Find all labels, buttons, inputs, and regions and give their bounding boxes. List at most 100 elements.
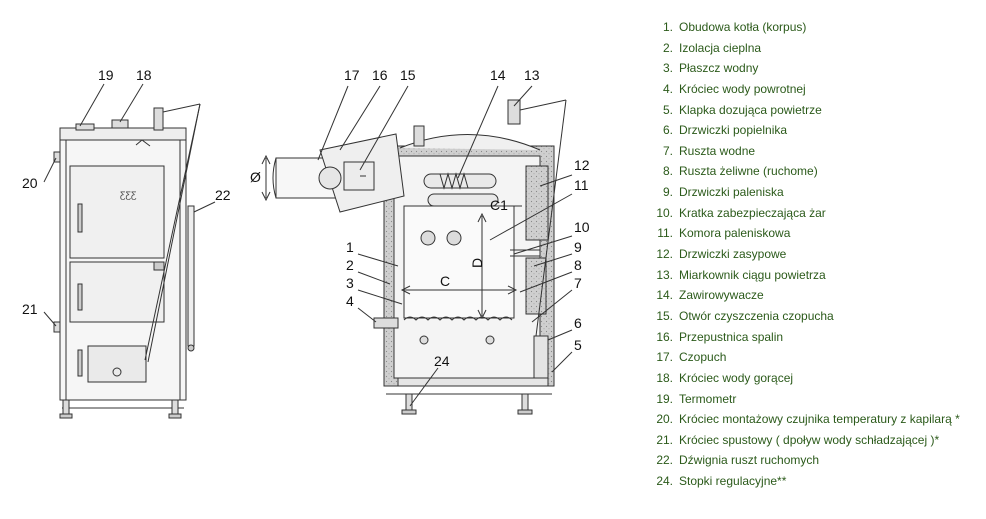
legend-number: 10. (656, 205, 673, 220)
callout-1: 1 (346, 239, 354, 255)
callout-20: 20 (22, 175, 38, 191)
legend-item: 4. Króciec wody powrotnej (650, 79, 986, 100)
legend-item: 13. Miarkownik ciągu powietrza (650, 265, 986, 286)
legend-number: 17. (656, 350, 673, 365)
section-grates (403, 316, 513, 321)
dim-d: D (469, 258, 485, 268)
legend-item: 9. Drzwiczki paleniska (650, 182, 986, 203)
front-foot-right (171, 399, 179, 415)
legend-text: Króciec montażowy czujnika temperatury z… (679, 412, 960, 427)
legend-number: 5. (662, 102, 673, 117)
callout-3: 3 (346, 275, 354, 291)
callout-14: 14 (490, 67, 506, 83)
legend-text: Drzwiczki paleniska (679, 185, 784, 200)
front-hot-water-pipe (111, 119, 129, 129)
callout-11: 11 (574, 177, 589, 193)
legend-number: 18. (656, 370, 673, 385)
callout-17: 17 (344, 67, 360, 83)
legend-number: 9. (662, 185, 673, 200)
parts-legend: 1.Obudowa kotła (korpus) 2. Izolacja ciepl… (650, 17, 986, 492)
legend-text: Kratka zabezpieczająca żar (679, 205, 826, 220)
front-middle-door (69, 261, 165, 323)
section-ash-door (533, 335, 549, 381)
legend-item: 2. Izolacja cieplna (650, 38, 986, 59)
legend-text: Klapka dozująca powietrze (679, 102, 822, 117)
callout-7: 7 (574, 275, 582, 291)
callout-10: 10 (574, 219, 590, 235)
legend-number: 6. (662, 123, 673, 138)
legend-number: 3. (662, 61, 673, 76)
legend-text: Miarkownik ciągu powietrza (679, 267, 826, 282)
front-regulator (153, 107, 164, 131)
legend-number: 4. (662, 81, 673, 96)
legend-item: 19.Termometr (650, 389, 986, 410)
legend-text: Stopki regulacyjne** (679, 474, 787, 489)
legend-item: 24. Stopki regulacyjne** (650, 471, 986, 492)
section-flue-damper (318, 166, 342, 190)
legend-number: 21. (656, 432, 673, 447)
callout-6: 6 (574, 315, 582, 331)
legend-text: Płaszcz wodny (679, 61, 759, 76)
legend-item: 17. Czopuch (650, 347, 986, 368)
legend-text: Izolacja cieplna (679, 40, 762, 55)
legend-text: Ruszta wodne (679, 143, 756, 158)
callout-18: 18 (136, 67, 152, 83)
callout-12: 12 (574, 157, 590, 173)
legend-number: 7. (662, 143, 673, 158)
legend-item: 16.Przepustnica spalin (650, 327, 986, 348)
legend-number: 19. (656, 391, 673, 406)
section-turbulators (423, 173, 497, 189)
legend-text: Ruszta żeliwne (ruchome) (679, 164, 818, 179)
callout-9: 9 (574, 239, 582, 255)
legend-item: 21.Króciec spustowy ( dpoływ wody schład… (650, 430, 986, 451)
callout-16: 16 (372, 67, 388, 83)
legend-number: 24. (656, 474, 673, 489)
section-foot-left (405, 393, 413, 411)
legend-text: Króciec wody powrotnej (679, 81, 806, 96)
legend-text: Zawirowywacze (679, 288, 764, 303)
legend-text: Otwór czyszczenia czopucha (679, 308, 834, 323)
legend-number: 20. (656, 412, 673, 427)
front-ash-door (87, 345, 147, 383)
callout-2: 2 (346, 257, 354, 273)
section-feed-door (525, 165, 549, 241)
callout-22: 22 (215, 187, 231, 203)
legend-item: 8. Ruszta żeliwne (ruchome) (650, 161, 986, 182)
front-foot-left (62, 399, 70, 415)
front-emblem: ƸƸƸ (120, 190, 137, 200)
legend-number: 8. (662, 164, 673, 179)
section-regulator (507, 99, 521, 125)
legend-number: 2. (662, 40, 673, 55)
legend-item: 14. Zawirowywacze (650, 285, 986, 306)
legend-item: 22.Dźwignia ruszt ruchomych (650, 450, 986, 471)
legend-text: Czopuch (679, 350, 727, 365)
legend-number: 11. (657, 226, 673, 241)
front-sensor-port (53, 151, 61, 163)
legend-item: 1.Obudowa kotła (korpus) (650, 17, 986, 38)
callout-13: 13 (524, 67, 540, 83)
legend-number: 15. (656, 308, 673, 323)
front-thermometer (75, 123, 95, 131)
legend-text: Drzwiczki zasypowe (679, 247, 787, 262)
legend-item: 3. Płaszcz wodny (650, 58, 986, 79)
dim-c: C (440, 273, 450, 289)
legend-item: 6. Drzwiczki popielnika (650, 120, 986, 141)
section-view (261, 85, 573, 415)
front-grate-lever (187, 205, 195, 347)
legend-item: 10. Kratka zabezpieczająca żar (650, 203, 986, 224)
legend-number: 16. (656, 329, 673, 344)
callout-5: 5 (574, 337, 582, 353)
legend-item: 20. Króciec montażowy czujnika temperatur… (650, 409, 986, 430)
legend-item: 7. Ruszta wodne (650, 141, 986, 162)
legend-text: Króciec wody gorącej (679, 370, 794, 385)
legend-number: 14. (656, 288, 673, 303)
legend-text: Drzwiczki popielnika (679, 123, 788, 138)
legend-item: 11. Komora paleniskowa (650, 223, 986, 244)
front-view: ƸƸƸ (43, 83, 216, 419)
legend-number: 13. (656, 267, 673, 282)
legend-number: 22. (656, 453, 673, 468)
legend-number: 12. (656, 247, 673, 262)
legend-text: Komora paleniskowa (679, 226, 791, 241)
callout-4: 4 (346, 293, 354, 309)
callout-15: 15 (400, 67, 416, 83)
